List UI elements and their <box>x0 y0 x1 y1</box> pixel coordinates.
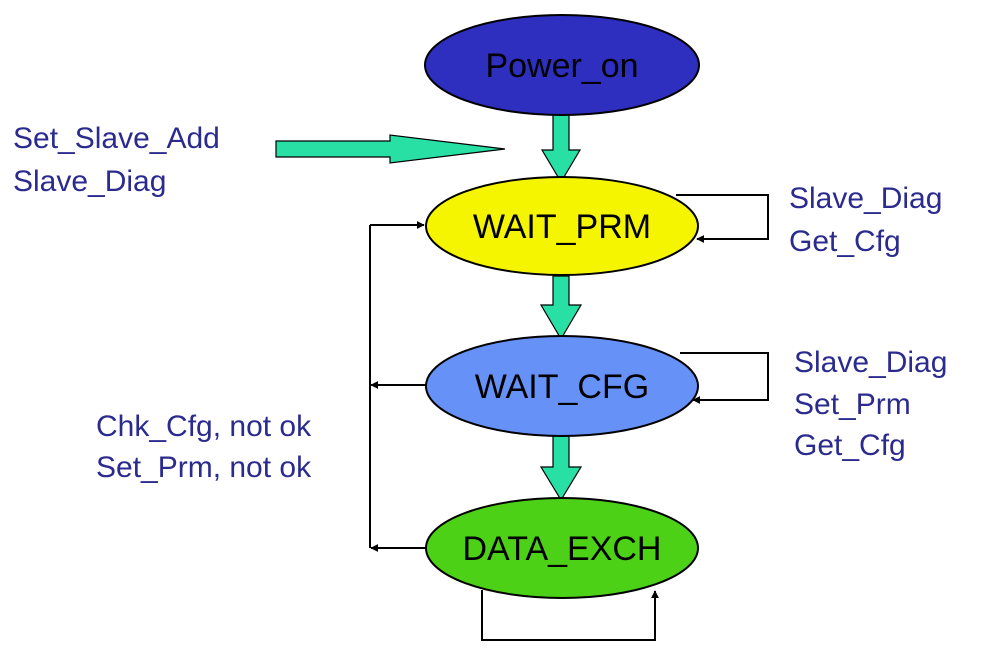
entry-arrow <box>275 134 506 164</box>
state-wait-cfg <box>425 335 699 437</box>
state-wait-prm-label: WAIT_PRM <box>473 208 651 246</box>
state-wait-cfg-label: WAIT_CFG <box>475 368 649 406</box>
state-wait-prm <box>425 176 699 276</box>
arrow-power-on-to-wait-prm <box>540 113 582 184</box>
entry-note-line-1: Set_Slave_Add <box>13 122 220 155</box>
wait-prm-loop-note-line-1: Slave_Diag <box>789 182 942 215</box>
fallback-note-line-1: Chk_Cfg, not ok <box>96 410 312 443</box>
fallback-note-line-2: Set_Prm, not ok <box>96 451 312 484</box>
wait-prm-self-loop <box>676 194 769 243</box>
arrow-wait-cfg-to-data-exch <box>539 435 583 502</box>
wait-prm-loop-note-line-2: Get_Cfg <box>789 225 901 258</box>
wait-cfg-loop-note-line-3: Get_Cfg <box>794 429 906 462</box>
arrow-wait-prm-to-wait-cfg <box>539 275 583 341</box>
wait-cfg-loop-note-line-2: Set_Prm <box>794 388 911 421</box>
entry-note-line-2: Slave_Diag <box>13 165 166 198</box>
wait-cfg-self-loop <box>680 352 769 404</box>
state-power-on <box>424 14 700 116</box>
wait-cfg-loop-note-line-1: Slave_Diag <box>794 346 947 379</box>
state-data-exch-label: DATA_EXCH <box>462 530 661 568</box>
state-data-exch <box>425 497 699 599</box>
state-power-on-label: Power_on <box>485 47 638 85</box>
data-exch-self-loop <box>481 590 659 641</box>
